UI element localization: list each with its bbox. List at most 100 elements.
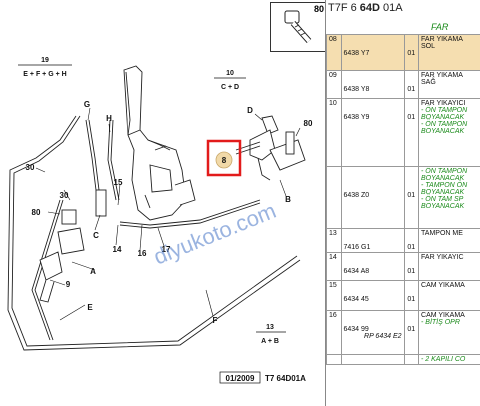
group-13-number: 13 <box>266 324 274 331</box>
desc-note-line: BOYANACAK <box>421 114 465 121</box>
group-10-sub: C + D <box>221 84 239 91</box>
group-10-number: 10 <box>226 70 234 77</box>
trailing-note: - 2 KAPILI CO <box>421 356 466 363</box>
parts-diagram: 19 E + F + G + H 10 C + D 13 A + B <box>7 57 313 384</box>
item-8-marker[interactable] <box>215 151 233 169</box>
bolt-icon <box>284 10 312 43</box>
catalog-suffix: 01A <box>379 2 403 14</box>
label-17: 17 <box>162 245 171 254</box>
row-qty: 01 <box>403 228 419 253</box>
label-16: 16 <box>138 249 147 258</box>
part-number: 6438 Y9 <box>340 98 405 167</box>
row-ref: 10 <box>326 98 342 167</box>
desc-line: SAĞ <box>421 79 436 86</box>
row-qty: 01 <box>403 252 419 281</box>
desc-note-line: - ÖN TAMPON <box>421 121 468 128</box>
part-number: 6438 Z0 <box>340 166 405 229</box>
desc-line: FAR YIKAYIC <box>421 254 464 261</box>
label-80-right: 80 <box>304 119 313 128</box>
row-description: FAR YIKAYIC <box>418 252 480 281</box>
catalog-header: T7F 6 64D 01A FAR <box>326 0 480 34</box>
desc-line: CAM YIKAMA <box>421 282 465 289</box>
washer-reservoir <box>123 65 196 221</box>
label-B: B <box>285 195 291 204</box>
catalog-prefix: T7F 6 <box>328 2 360 14</box>
section-title: FAR <box>431 22 449 32</box>
row-qty: 01 <box>403 98 419 167</box>
label-E: E <box>87 303 93 312</box>
row-ref <box>326 166 342 229</box>
thumbnail-part-80[interactable]: 80 <box>270 2 327 52</box>
group-13-callout[interactable]: 13 A + B <box>256 324 286 345</box>
desc-note-line: BOYANACAK <box>421 203 465 210</box>
label-80-left: 80 <box>32 208 41 217</box>
catalog-bold: 64D <box>359 2 380 14</box>
part-number-text: 6434 99 <box>343 326 369 333</box>
part-number: 6438 Y7 <box>340 34 405 71</box>
label-14: 14 <box>113 245 122 254</box>
row-qty: 01 <box>403 70 419 99</box>
part-number: 6438 Y8 <box>340 70 405 99</box>
row-note: RP 6434 E2 <box>364 333 402 340</box>
row-ref: 16 <box>326 310 342 355</box>
row-qty: 01 <box>403 166 419 229</box>
label-C: C <box>93 231 99 240</box>
footer-code: T7 64D01A <box>265 374 306 383</box>
part-number-text: 6438 Y9 <box>343 114 370 121</box>
label-H: H <box>106 114 112 123</box>
highlight-box-item-8 <box>206 139 242 177</box>
part-number-text: 6434 45 <box>343 296 369 303</box>
label-15: 15 <box>114 178 123 187</box>
desc-note-line: - ÖN TAM SP <box>421 196 464 203</box>
catalog-code: T7F 6 64D 01A <box>328 2 403 14</box>
group-19-callout[interactable]: 19 E + F + G + H <box>18 57 72 78</box>
desc-note-line: BOYANACAK <box>421 189 465 196</box>
leader-lines <box>35 107 301 321</box>
label-A: A <box>90 267 96 276</box>
part-number-text: 6438 Z0 <box>343 192 370 199</box>
label-9: 9 <box>66 280 71 289</box>
row-qty: 01 <box>403 34 419 71</box>
label-30-left: 30 <box>26 163 35 172</box>
row-description: TAMPON ME <box>418 228 480 253</box>
row-description: CAM YIKAMA- BİTİŞ OPR <box>418 310 480 355</box>
headlamp-washer-nozzle <box>235 115 306 181</box>
part-number-text: 7416 G1 <box>343 244 371 251</box>
parts-row-trailing: - 2 KAPILI CO <box>326 354 480 365</box>
row-ref: 09 <box>326 70 342 99</box>
row-qty: 01 <box>403 280 419 311</box>
part-number-text: 6434 A8 <box>343 268 370 275</box>
row-ref: 14 <box>326 252 342 281</box>
desc-note-line: - BİTİŞ OPR <box>421 319 460 326</box>
row-qty: 01 <box>403 310 419 355</box>
group-10-callout[interactable]: 10 C + D <box>214 70 246 91</box>
desc-line: SOL <box>421 43 436 50</box>
group-19-number: 19 <box>41 57 49 64</box>
desc-line: FAR YIKAMA <box>421 72 463 79</box>
row-ref: 13 <box>326 228 342 253</box>
label-30-center: 30 <box>60 191 69 200</box>
desc-note-line: - TAMPON ÖN <box>421 182 468 189</box>
desc-line: FAR YIKAYICI <box>421 100 466 107</box>
part-number-text: 6438 Y8 <box>343 86 370 93</box>
desc-line: TAMPON ME <box>421 230 463 237</box>
part-number-text: 6438 Y7 <box>343 50 370 57</box>
desc-note-line: BOYANACAK <box>421 175 465 182</box>
desc-note-line: - ÖN TAMPON <box>421 168 468 175</box>
row-description: CAM YIKAMA <box>418 280 480 311</box>
desc-line: CAM YIKAMA <box>421 312 465 319</box>
part-number: 6434 45 <box>340 280 405 311</box>
